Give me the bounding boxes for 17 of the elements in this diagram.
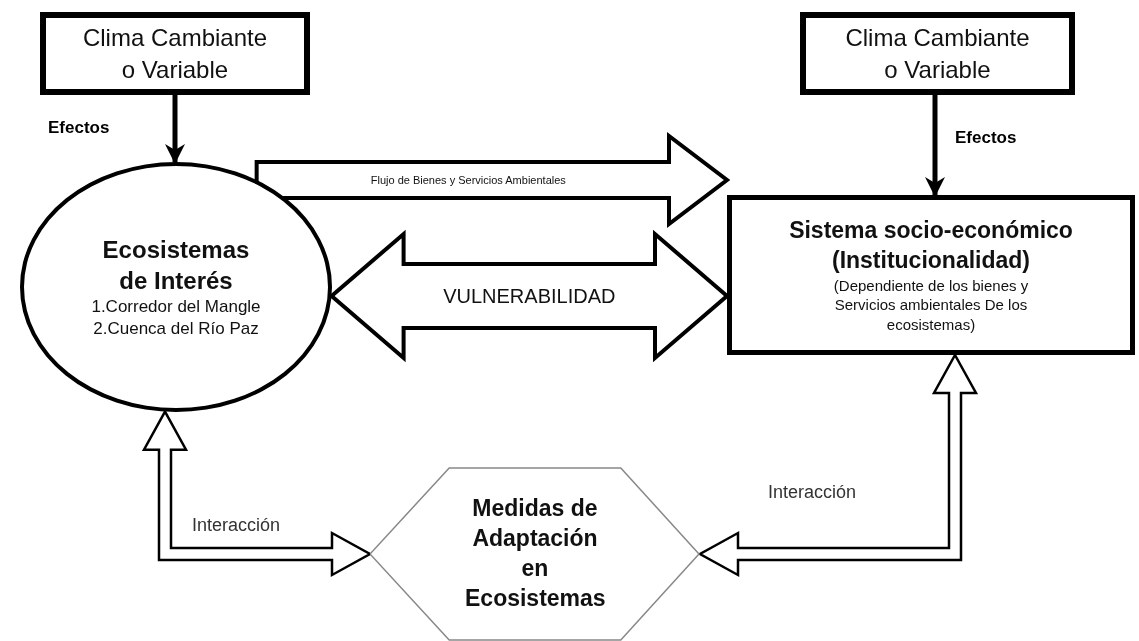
block-arrow — [697, 352, 979, 578]
node-title: Clima Cambiante o Variable — [844, 23, 1031, 85]
node-title: Ecosistemas de Interés — [101, 234, 251, 296]
node-title: Sistema socio-económico (Institucionalidad) — [788, 215, 1074, 275]
node-text: 1.Corredor del Mangle — [91, 296, 261, 319]
node-title: Medidas de Adaptación en Ecosistemas — [465, 494, 605, 613]
measures-hexagon — [370, 467, 700, 641]
node-title: Clima Cambiante o Variable — [81, 23, 269, 85]
edge-label: Flujo de Bienes y Servicios Ambientales — [370, 174, 566, 186]
system-box — [727, 195, 1135, 355]
process-box — [800, 12, 1075, 95]
node-text: 2.Cuenca del Río Paz — [93, 318, 259, 341]
arrow — [165, 95, 185, 164]
arrow — [925, 95, 945, 197]
process-box — [40, 12, 310, 95]
block-arrow — [141, 409, 373, 578]
node-text: (Dependiente de los bienes y Servicios ambientales De los ecosistemas) — [832, 275, 1030, 335]
